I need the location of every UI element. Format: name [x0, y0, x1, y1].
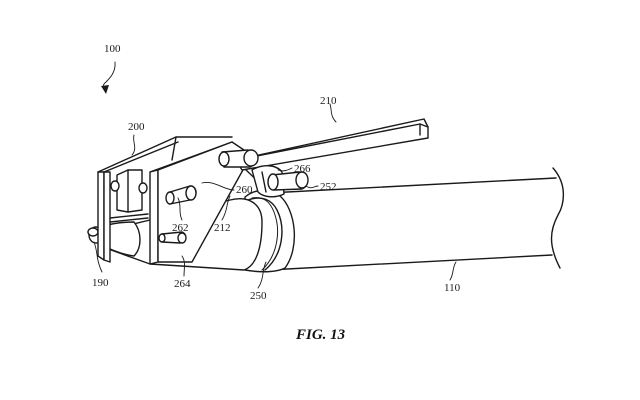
clamp-frame	[97, 136, 271, 265]
ref-190: 190	[92, 277, 109, 289]
lever	[218, 118, 429, 171]
ref-260: 260	[236, 184, 253, 196]
ref-266: 266	[294, 163, 311, 175]
leader-lines	[93, 61, 457, 289]
ref-200: 200	[128, 121, 145, 133]
ref-100: 100	[104, 43, 121, 55]
ref-210: 210	[320, 95, 337, 107]
ref-262: 262	[172, 222, 189, 234]
link-and-pin	[251, 165, 309, 198]
ref-110: 110	[444, 282, 461, 294]
ref-264: 264	[174, 278, 191, 290]
reference-numerals: 100 200 210 266 252 260 262 212 190 264 …	[92, 43, 461, 302]
tube	[267, 167, 565, 271]
figure-caption: FIG. 13	[295, 327, 346, 343]
tip	[87, 221, 141, 257]
ref-252: 252	[320, 181, 337, 193]
ref-250: 250	[250, 290, 267, 302]
ref-212: 212	[214, 222, 231, 234]
